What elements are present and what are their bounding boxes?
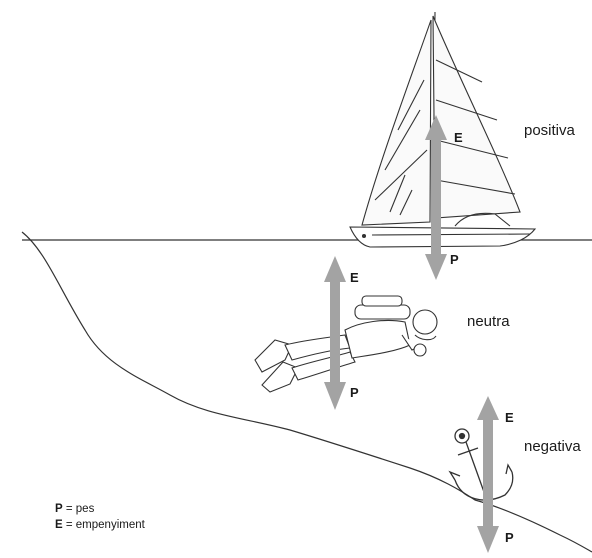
anchor-state-label: negativa bbox=[524, 438, 581, 455]
anchor-weight-arrow bbox=[477, 456, 499, 553]
boat-state-label: positiva bbox=[524, 122, 575, 139]
legend-e-key: E bbox=[55, 519, 63, 531]
legend-p-text: = pes bbox=[66, 503, 94, 515]
legend-p-key: P bbox=[55, 503, 63, 515]
legend-e-text: = empenyiment bbox=[66, 519, 145, 531]
legend-row-p: P = pes bbox=[55, 501, 145, 517]
diver-buoyancy-label: E bbox=[350, 270, 359, 285]
diver-state-label: neutra bbox=[467, 313, 510, 330]
anchor-buoyancy-label: E bbox=[505, 410, 514, 425]
anchor-weight-label: P bbox=[505, 530, 514, 545]
boat-weight-label: P bbox=[450, 252, 459, 267]
diver-icon bbox=[255, 296, 437, 392]
anchor-icon bbox=[450, 429, 513, 500]
anchor-buoyancy-arrow bbox=[477, 396, 499, 456]
sailboat-icon bbox=[350, 12, 535, 247]
legend: P = pes E = empenyiment bbox=[55, 501, 145, 533]
diver-buoyancy-arrow bbox=[324, 256, 346, 332]
boat-buoyancy-label: E bbox=[454, 130, 463, 145]
legend-row-e: E = empenyiment bbox=[55, 517, 145, 533]
diver-weight-label: P bbox=[350, 385, 359, 400]
